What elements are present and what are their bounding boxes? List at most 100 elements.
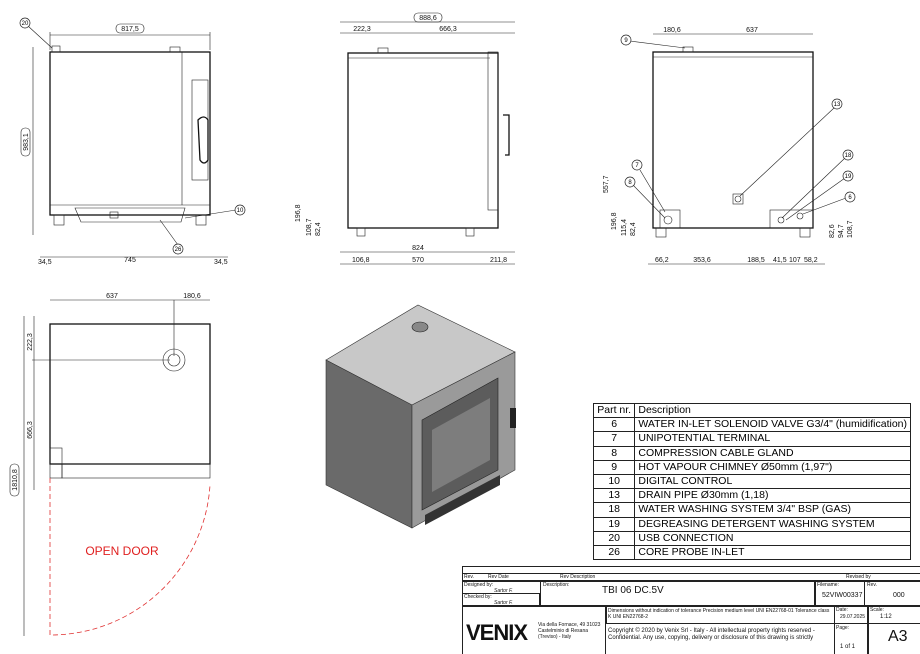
dim-front-feet: 745 [124,257,136,264]
callout-13: 13 [831,98,843,110]
dim-side-h2: 108,7 [306,218,313,236]
designed-by: Sartor F. [494,588,513,594]
rev-desc-label: Rev Description [560,574,596,580]
dim-rear-h2: 115,4 [621,219,628,236]
dim-side-rest: 666,3 [439,26,457,33]
part-nr: 20 [592,530,636,546]
drawing-description: TBI 06 DC.5V [602,585,664,596]
dim-side-back: 106,8 [352,257,370,264]
dim-side-h3: 82,4 [315,222,322,236]
sheet-format: A3 [888,628,908,645]
tolerance-note: Dimensions without indication of toleran… [608,608,830,620]
part-desc: DRAIN PIPE Ø30mm (1,18) [634,488,911,504]
front-view: 817,5 983,1 34,5 745 34,5 20 10 26 [19,17,246,266]
dim-rear-h1: 196,8 [611,212,618,230]
dim-rear-b1: 66,2 [655,257,669,264]
part-nr: 26 [592,544,636,561]
dim-side-feet: 824 [412,245,424,252]
venix-logo: VENIX [466,620,528,645]
dim-side-chimney: 222,3 [353,26,371,33]
open-door-label: OPEN DOOR [85,544,159,558]
rev-date-label: Rev Date [488,574,509,580]
dim-rear-r1: 82,6 [829,224,836,238]
part-desc: UNIPOTENTIAL TERMINAL [634,431,911,447]
description-label: Description: [543,582,570,588]
copyright-note: Copyright © 2020 by Venix Srl - Italy - … [608,628,815,641]
callout-19: 19 [842,170,854,182]
dim-front-width: 817,5 [121,26,139,33]
checked-by-label: Checked by: [464,594,492,600]
svg-text:8: 8 [628,180,632,186]
callout-20: 20 [19,17,31,29]
dim-rear-drain-height: 557,7 [603,175,610,193]
svg-text:9: 9 [624,38,628,44]
part-nr: 7 [592,431,636,447]
dim-top-width: 637 [106,293,118,300]
dim-side-total: 888,6 [419,15,437,22]
svg-text:26: 26 [175,247,182,253]
part-desc: WATER WASHING SYSTEM 3/4" BSP (GAS) [634,502,911,518]
part-desc: DEGREASING DETERGENT WASHING SYSTEM [634,516,911,532]
header-part-nr: Part nr. [592,402,636,419]
dim-side-front: 211,8 [490,257,507,264]
scale: 1:12 [880,614,892,620]
page-number: 1 of 1 [840,644,856,650]
callout-7: 7 [631,159,643,171]
dim-rear-width: 637 [746,27,758,34]
dim-top-total: 1810,8 [12,469,19,491]
dim-side-mid: 570 [412,257,424,264]
svg-text:20: 20 [22,21,29,27]
date: 29.07.2025 [840,614,866,620]
part-desc: HOT VAPOUR CHIMNEY Ø50mm (1,97") [634,459,911,475]
part-desc: WATER IN-LET SOLENOID VALVE G3/4" (humid… [634,417,911,433]
part-nr: 18 [592,502,636,518]
dim-rear-b6: 58,2 [804,257,818,264]
dim-top-depth: 666,3 [27,421,34,439]
top-view: 637 180,6 222,3 666,3 1810,8 OPEN DOOR [9,293,211,636]
rev-label: Rev. [464,574,474,580]
dim-front-right: 34,5 [214,259,228,266]
callout-6: 6 [844,191,856,203]
company-address: Via della Fornace, 49 31023 Castelminio … [538,622,601,640]
svg-text:6: 6 [848,195,852,201]
part-nr: 19 [592,516,636,532]
scale-label: Scale: [870,607,884,613]
dim-rear-h3: 82,4 [630,222,637,236]
dim-side-h1: 196,8 [295,204,302,222]
header-description: Description [634,402,911,419]
callout-18: 18 [842,149,854,161]
part-nr: 6 [592,417,636,433]
dim-rear-b4: 41,5 [773,257,787,264]
callout-10: 10 [234,204,246,216]
dim-rear-b5: 107 [789,257,801,264]
svg-text:18: 18 [845,153,852,159]
svg-text:7: 7 [635,163,639,169]
callout-9: 9 [620,34,632,46]
filename: 52VIW00337 [822,592,863,599]
svg-text:13: 13 [834,102,841,108]
callout-26: 26 [172,243,184,255]
revised-by-label: Revised by [846,574,871,580]
page-label: Page: [836,625,850,631]
part-nr: 9 [592,459,636,475]
filename-label: Filename: [817,582,839,588]
rev-no: 000 [893,592,905,599]
svg-text:10: 10 [237,208,244,214]
designed-by-label: Designed by: [464,582,494,588]
dim-rear-r3: 108,7 [847,220,854,238]
part-desc: CORE PROBE IN-LET [634,544,911,561]
date-label: Date: [836,607,848,613]
door-swing-arc [49,478,211,636]
part-nr: 13 [592,488,636,504]
part-desc: COMPRESSION CABLE GLAND [634,445,911,461]
